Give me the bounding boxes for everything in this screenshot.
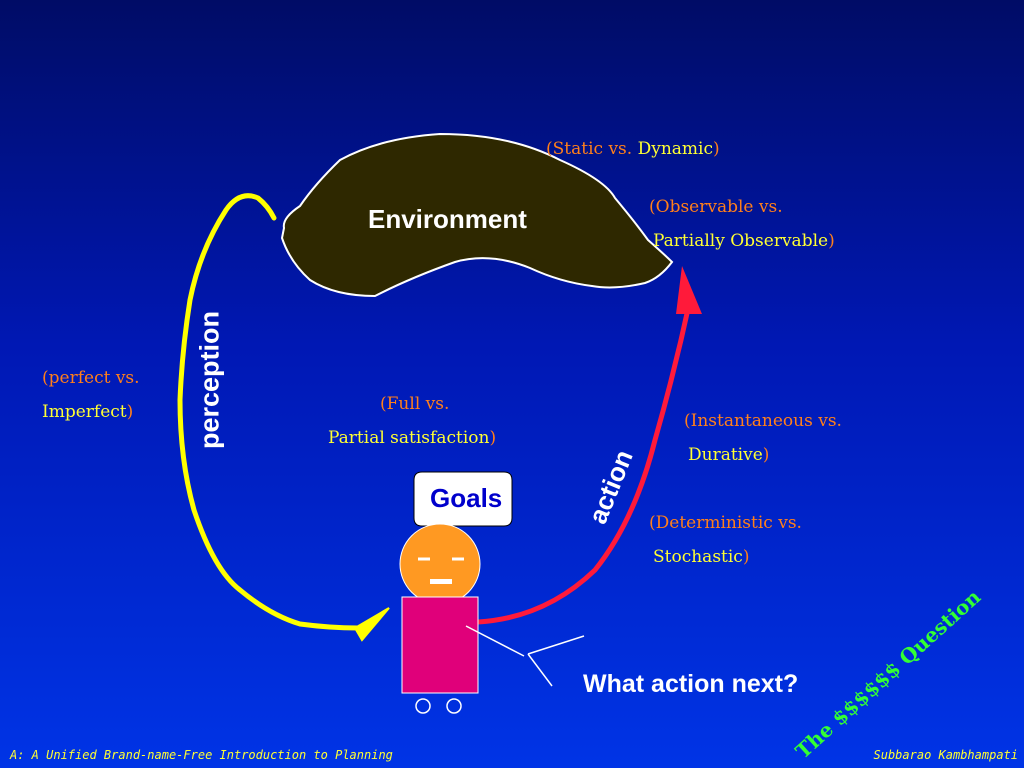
deterministic-b: Stochastic	[653, 547, 743, 567]
question-text: What action next?	[583, 670, 799, 698]
footer-left: A: A Unified Brand-name-Free Introductio…	[10, 748, 393, 762]
label-static-dynamic: (Static vs. Dynamic)	[546, 139, 720, 159]
question-pointer-line	[527, 635, 585, 655]
label-perfect: (perfect vs. Imperfect)	[42, 368, 140, 422]
observable-a: Observable vs.	[655, 197, 783, 217]
static-a: Static vs.	[552, 139, 638, 159]
perception-arrow-head	[353, 607, 390, 642]
full-a: Full vs.	[386, 394, 450, 414]
perception-label: perception	[194, 310, 225, 450]
perfect-b: Imperfect	[42, 402, 127, 422]
agent-body	[401, 596, 479, 694]
agent-mouth	[430, 579, 452, 584]
agent-wheel-right	[446, 698, 462, 714]
goals-label: Goals	[430, 483, 503, 513]
question-pointer-line	[465, 625, 525, 657]
label-observable: (Observable vs. Partially Observable)	[649, 197, 835, 251]
label-instantaneous: (Instantaneous vs. Durative)	[684, 411, 842, 465]
instantaneous-b: Durative	[688, 445, 763, 465]
perfect-a: perfect vs.	[48, 368, 140, 388]
agent-wheel-left	[415, 698, 431, 714]
deterministic-a: Deterministic vs.	[655, 513, 802, 533]
footer-right: Subbarao Kambhampati	[873, 748, 1019, 762]
label-deterministic: (Deterministic vs. Stochastic)	[649, 513, 802, 567]
question-pointer-line	[527, 653, 553, 687]
environment-label: Environment	[368, 204, 527, 234]
environment-blob	[280, 132, 674, 298]
perception-arrow-curve	[177, 193, 361, 631]
full-b: Partial satisfaction	[328, 428, 490, 448]
agent-head	[399, 523, 481, 605]
label-full-partial: (Full vs. Partial satisfaction)	[328, 394, 497, 448]
observable-b: Partially Observable	[653, 231, 829, 251]
action-arrow-curve	[475, 297, 693, 625]
static-b: Dynamic	[637, 139, 713, 159]
instantaneous-a: Instantaneous vs.	[690, 411, 842, 431]
action-arrow-head	[676, 266, 702, 314]
